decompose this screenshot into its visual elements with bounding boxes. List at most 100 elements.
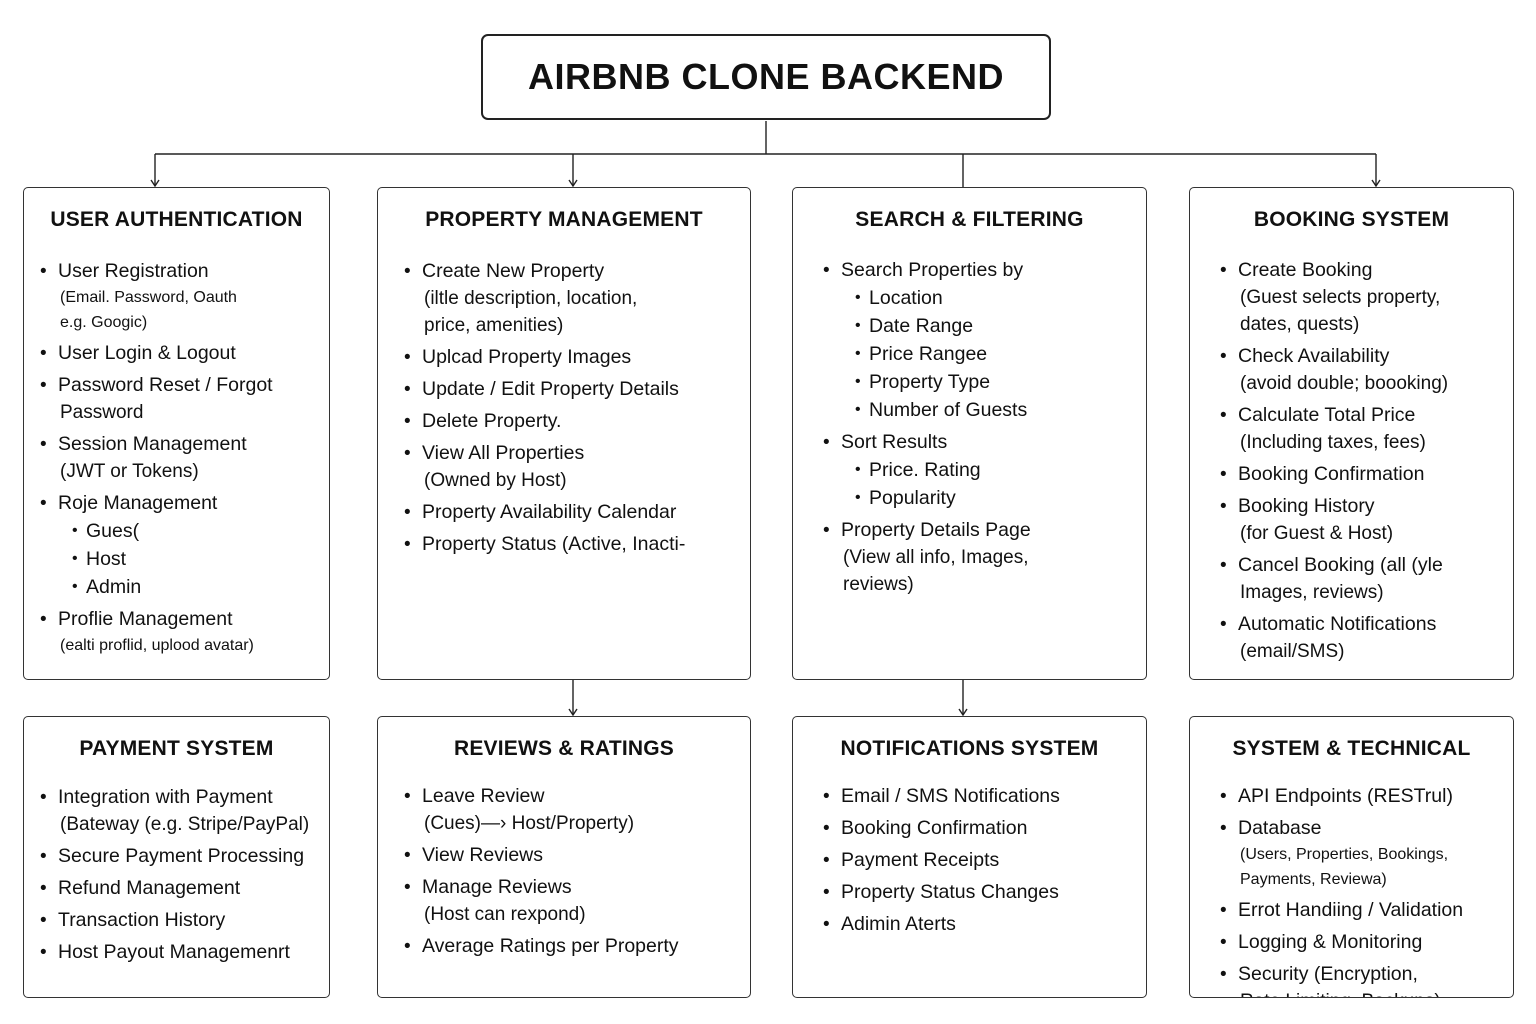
box-reviews-ratings: REVIEWS & RATINGSLeave Review(Cues)—› Ho… — [377, 716, 751, 998]
box-payment-system: PAYMENT SYSTEM Integration with Payment (B… — [23, 716, 330, 998]
list-item: Manage Reviews (Host can rexpond) — [404, 874, 742, 928]
sub-list-item: Admin — [72, 573, 321, 601]
list-item-text: Uplcad Property Images — [422, 346, 632, 368]
list-item-text: Integration with Payment — [58, 786, 273, 808]
feature-list: Create Booking(Guest selects property,da… — [1220, 257, 1505, 670]
list-item-text: Average Ratings per Property — [422, 935, 679, 957]
list-item-text: Secure Payment Processing — [58, 845, 305, 867]
list-item: Automatic Notifications(email/SMS) — [1220, 611, 1505, 665]
feature-list: Leave Review (Cues)—› Host/Property) View … — [404, 783, 742, 965]
list-item-text: Logging & Monitoring — [1238, 931, 1423, 953]
list-item-text: Transaction History — [58, 909, 226, 931]
box-search-filtering: SEARCH & FILTERINGSearch Properties byLo… — [792, 187, 1147, 680]
list-item: User Login & Logout — [40, 340, 321, 367]
sub-list-item: Property Type — [855, 368, 1138, 396]
list-item-text: View Reviews — [422, 844, 544, 866]
list-item-text: Leave Review — [422, 785, 545, 807]
list-item-text: Security (Encryption, — [1238, 963, 1418, 985]
list-item: API Endpoints (RESTrul) — [1220, 783, 1505, 810]
sub-list-item: Location — [855, 284, 1138, 312]
list-item: Create New Property(iltle description, l… — [404, 258, 742, 339]
diagram-title: AIRBNB CLONE BACKEND — [481, 34, 1051, 120]
list-item-detail: (ealti proflid, uplood avatar) — [60, 637, 254, 654]
list-item-detail: Password — [60, 402, 144, 423]
box-heading: BOOKING SYSTEM — [1253, 208, 1450, 231]
list-item: Create Booking(Guest selects property,da… — [1220, 257, 1505, 338]
list-item: Leave Review (Cues)—› Host/Property) — [404, 783, 742, 837]
list-item-text: Payment Receipts — [841, 849, 1000, 871]
sub-list-item: Host — [72, 545, 321, 573]
list-item-text: Session Management — [58, 433, 247, 455]
list-item: Session Management (JWT or Tokens) — [40, 431, 321, 485]
list-item: Average Ratings per Property — [404, 933, 742, 960]
box-heading: NOTIFICATIONS SYSTEM — [840, 737, 1099, 760]
list-item: Transaction History — [40, 907, 321, 934]
list-item-text: Calculate Total Price — [1238, 404, 1416, 426]
list-item-detail: (Cues)—› Host/Property) — [424, 813, 635, 834]
list-item-detail: (Users, Properties, Bookings, — [1240, 846, 1449, 863]
list-item: Security (Encryption,Rate Limiting, Back… — [1220, 961, 1505, 997]
list-item-detail: reviews) — [843, 574, 914, 595]
list-item: Host Payout Managemenrt — [40, 939, 321, 966]
list-item: Integration with Payment (Bateway (e.g. S… — [40, 784, 321, 838]
list-item-detail: (JWT or Tokens) — [60, 461, 199, 482]
sub-list-item: Gues( — [72, 517, 321, 545]
list-item-detail: (Guest selects property, — [1240, 287, 1441, 308]
box-heading: USER AUTHENTICATION — [50, 208, 303, 231]
list-item-text: Errot Handiing / Validation — [1238, 899, 1464, 921]
list-item-detail: Images, reviews) — [1240, 582, 1384, 603]
list-item-detail: (Bateway (e.g. Stripe/PayPal) — [60, 814, 310, 835]
list-item-text: Proflie Management — [58, 608, 233, 630]
list-item: Sort ResultsPrice. RatingPopularity — [823, 429, 1138, 512]
list-item-text: Property Status (Active, Inacti- — [422, 533, 686, 555]
list-item-text: Host Payout Managemenrt — [58, 941, 290, 963]
list-item-text: Property Details Page — [841, 519, 1031, 541]
feature-list: Integration with Payment (Bateway (e.g. S… — [40, 784, 321, 971]
list-item-detail: (iltle description, location, — [424, 288, 638, 309]
sub-list-item: Number of Guests — [855, 396, 1138, 424]
list-item-text: View All Properties — [422, 442, 585, 464]
box-user-authentication: USER AUTHENTICATIONUser Registration(Ema… — [23, 187, 330, 680]
list-item: Calculate Total Price (Including taxes, f… — [1220, 402, 1505, 456]
box-notifications-system: NOTIFICATIONS SYSTEM Email / SMS Notifica… — [792, 716, 1147, 998]
box-property-management: PROPERTY MANAGEMENT Create New Property(i… — [377, 187, 751, 680]
sub-list: Gues(HostAdmin — [58, 517, 321, 601]
list-item-detail: (Owned by Host) — [424, 470, 567, 491]
list-item: View All Properties (Owned by Host) — [404, 440, 742, 494]
list-item-text: Refund Management — [58, 877, 241, 899]
list-item-detail: (Including taxes, fees) — [1240, 432, 1426, 453]
list-item-text: Database — [1238, 817, 1322, 839]
list-item-text: Email / SMS Notifications — [841, 785, 1060, 807]
list-item-text: Password Reset / Forgot — [58, 374, 273, 396]
feature-list: API Endpoints (RESTrul) Database (Users, P… — [1220, 783, 1505, 997]
list-item: View Reviews — [404, 842, 742, 869]
list-item: Refund Management — [40, 875, 321, 902]
list-item: Uplcad Property Images — [404, 344, 742, 371]
list-item-text: Booking History — [1238, 495, 1375, 517]
sub-list-item: Price. Rating — [855, 456, 1138, 484]
box-heading: PROPERTY MANAGEMENT — [425, 208, 703, 231]
list-item-detail: dates, quests) — [1240, 314, 1360, 335]
list-item-text: Manage Reviews — [422, 876, 572, 898]
box-heading: SEARCH & FILTERING — [855, 208, 1084, 231]
sub-list: LocationDate RangePrice RangeeProperty T… — [841, 284, 1138, 424]
box-heading: PAYMENT SYSTEM — [79, 737, 274, 760]
list-item-text: Update / Edit Property Details — [422, 378, 679, 400]
list-item-detail: (Host can rexpond) — [424, 904, 586, 925]
list-item: Roje ManagementGues(HostAdmin — [40, 490, 321, 601]
list-item: Errot Handiing / Validation — [1220, 897, 1505, 924]
list-item-text: User Login & Logout — [58, 342, 236, 364]
list-item-text: Cancel Booking (all (yle — [1238, 554, 1443, 576]
list-item-text: Adimin Aterts — [841, 913, 956, 935]
list-item-text: Property Status Changes — [841, 881, 1059, 903]
list-item: Logging & Monitoring — [1220, 929, 1505, 956]
feature-list: Create New Property(iltle description, l… — [404, 258, 742, 563]
list-item: Secure Payment Processing — [40, 843, 321, 870]
list-item: Booking History(for Guest & Host) — [1220, 493, 1505, 547]
list-item: Booking Confirmation — [823, 815, 1138, 842]
list-item-detail: price, amenities) — [424, 315, 564, 336]
list-item-text: Delete Property. — [422, 410, 562, 432]
box-heading: SYSTEM & TECHNICAL — [1232, 737, 1471, 760]
